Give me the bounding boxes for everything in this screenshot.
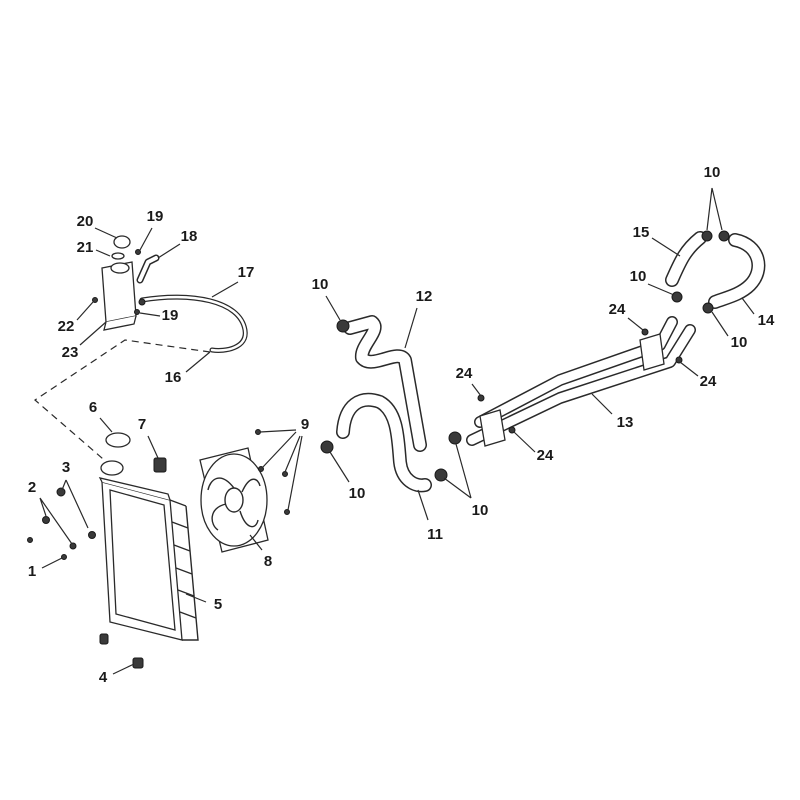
callout-15: 15 — [633, 224, 650, 241]
radiator — [98, 460, 199, 641]
callout-9: 9 — [301, 416, 309, 433]
callout-labels: 20 19 21 18 17 22 19 23 16 6 7 3 2 1 4 5… — [28, 164, 775, 686]
radiator-cap — [105, 432, 131, 448]
callout-24d: 24 — [700, 373, 717, 390]
callout-10c: 10 — [472, 502, 489, 519]
callout-3: 3 — [62, 459, 70, 476]
callout-24c: 24 — [609, 301, 626, 318]
callout-6: 6 — [89, 399, 97, 416]
callout-12: 12 — [416, 288, 433, 305]
callout-10e: 10 — [704, 164, 721, 181]
callout-7: 7 — [138, 416, 146, 433]
callout-13: 13 — [617, 414, 634, 431]
callout-1: 1 — [28, 563, 36, 580]
callout-10d: 10 — [630, 268, 647, 285]
leader-lines — [39, 187, 755, 675]
dashed-guide-line — [34, 339, 211, 466]
callout-8: 8 — [264, 553, 272, 570]
hose-clamps — [92, 230, 730, 482]
callout-10f: 10 — [731, 334, 748, 351]
callout-24b: 24 — [537, 447, 554, 464]
callout-20: 20 — [77, 213, 94, 230]
callout-5: 5 — [214, 596, 222, 613]
callout-14: 14 — [758, 312, 775, 329]
callout-21: 21 — [77, 239, 94, 256]
callout-11: 11 — [427, 526, 443, 543]
callout-2: 2 — [28, 479, 36, 496]
callout-24a: 24 — [456, 365, 473, 382]
callout-10b: 10 — [349, 485, 366, 502]
callout-23: 23 — [62, 344, 79, 361]
callout-16: 16 — [165, 369, 182, 386]
callout-17: 17 — [238, 264, 255, 281]
callout-4: 4 — [99, 669, 108, 686]
callout-19: 19 — [147, 208, 164, 225]
coolant-reservoir — [101, 235, 137, 331]
callout-19b: 19 — [162, 307, 179, 324]
callout-22: 22 — [58, 318, 75, 335]
callout-18: 18 — [181, 228, 198, 245]
callout-10a: 10 — [312, 276, 329, 293]
cooling-fan — [199, 447, 269, 553]
